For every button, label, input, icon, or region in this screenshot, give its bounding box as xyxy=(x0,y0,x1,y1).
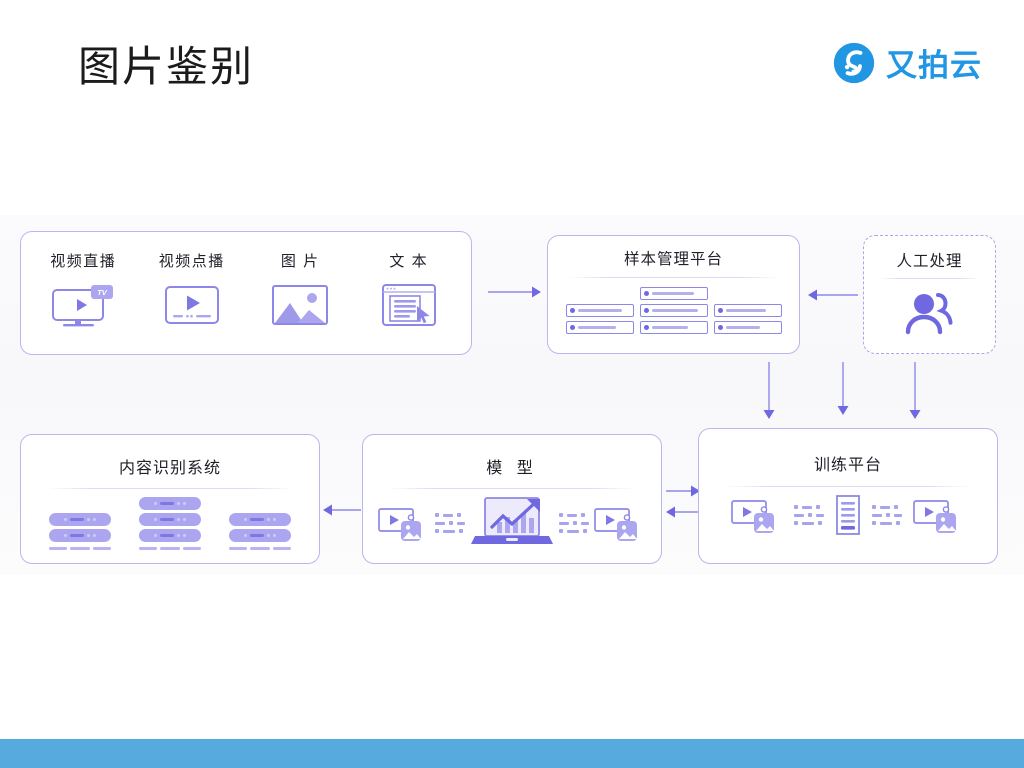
arrow-manual-to-sample xyxy=(808,288,858,302)
video-image-sample-icon xyxy=(913,500,956,533)
brand-logo: 又拍云 xyxy=(832,40,982,85)
rack-unit xyxy=(139,513,201,526)
rack-unit xyxy=(139,529,201,542)
dotted-transfer-icon xyxy=(794,505,824,525)
arrow-sample-to-training-2 xyxy=(836,362,850,416)
training-platform-title: 训练平台 xyxy=(813,457,882,474)
server-column-left xyxy=(565,304,634,334)
source-item-video-on-demand[interactable]: 视频点播 xyxy=(140,250,244,329)
divider xyxy=(725,486,971,487)
server-rack xyxy=(229,513,291,550)
model-title: 模 型 xyxy=(486,460,538,477)
arrow-model-to-crs xyxy=(323,503,361,517)
server-column-right xyxy=(713,304,782,334)
text-document-cursor-icon xyxy=(381,284,436,326)
server-row xyxy=(639,287,708,300)
manual-processing-card: 人工处理 xyxy=(863,235,996,354)
image-picture-icon xyxy=(272,285,329,325)
server-rack xyxy=(139,497,201,550)
divider xyxy=(880,278,979,279)
page-title: 图片鉴别 xyxy=(78,43,255,90)
source-item-text[interactable]: 文 本 xyxy=(357,250,461,329)
arrow-training-to-model xyxy=(666,505,700,519)
divider xyxy=(389,488,635,489)
video-image-sample-icon xyxy=(731,500,774,533)
source-label: 文 本 xyxy=(389,253,429,270)
sample-platform-card: 样本管理平台 xyxy=(547,235,800,354)
server-column-middle xyxy=(639,287,708,334)
tv-badge-label: TV xyxy=(97,288,108,297)
brand-name: 又拍云 xyxy=(886,48,982,83)
source-label: 图 片 xyxy=(280,253,320,270)
server-row xyxy=(565,321,634,334)
divider xyxy=(47,488,293,489)
rack-unit xyxy=(49,513,111,526)
server-list-rows-icon xyxy=(548,287,799,334)
dotted-transfer-icon xyxy=(872,505,902,525)
server-row xyxy=(565,304,634,317)
model-card: 模 型 xyxy=(362,434,662,564)
video-image-sample-icon xyxy=(378,508,421,541)
rack-unit xyxy=(229,529,291,542)
source-label: 视频点播 xyxy=(158,253,225,270)
training-platform-card: 训练平台 xyxy=(698,428,998,564)
rack-unit xyxy=(49,529,111,542)
server-rack-stack-icon xyxy=(21,497,319,550)
laptop-growth-chart-icon xyxy=(471,497,553,544)
document-icon xyxy=(836,495,860,535)
two-people-icon xyxy=(905,293,952,335)
source-label: 视频直播 xyxy=(50,253,117,270)
arrow-sources-to-sample xyxy=(488,285,542,299)
server-row xyxy=(639,304,708,317)
server-row xyxy=(713,304,782,317)
arrow-sample-to-training-3 xyxy=(908,362,922,420)
dotted-transfer-icon xyxy=(435,513,465,533)
video-image-sample-icon xyxy=(594,508,637,541)
video-on-demand-icon xyxy=(164,286,219,324)
arrow-model-to-training xyxy=(666,484,700,498)
dotted-transfer-icon xyxy=(559,513,589,533)
source-item-live-video[interactable]: 视频直播 TV xyxy=(31,250,135,329)
server-rack xyxy=(49,513,111,550)
arrow-sample-to-training-1 xyxy=(762,362,776,420)
manual-processing-title: 人工处理 xyxy=(896,253,963,270)
footer-accent-bar xyxy=(0,739,1024,768)
media-sources-group: 视频直播 TV 视频点播 xyxy=(20,231,472,355)
sample-platform-title: 样本管理平台 xyxy=(623,251,723,268)
upyun-logo-icon xyxy=(833,42,875,83)
server-row xyxy=(639,321,708,334)
tv-live-stream-icon: TV xyxy=(52,285,114,327)
content-recognition-system-card: 内容识别系统 xyxy=(20,434,320,564)
rack-unit xyxy=(229,513,291,526)
divider xyxy=(568,277,779,278)
source-item-image[interactable]: 图 片 xyxy=(248,250,352,329)
server-row xyxy=(713,321,782,334)
rack-unit xyxy=(139,497,201,510)
crs-title: 内容识别系统 xyxy=(118,460,221,477)
